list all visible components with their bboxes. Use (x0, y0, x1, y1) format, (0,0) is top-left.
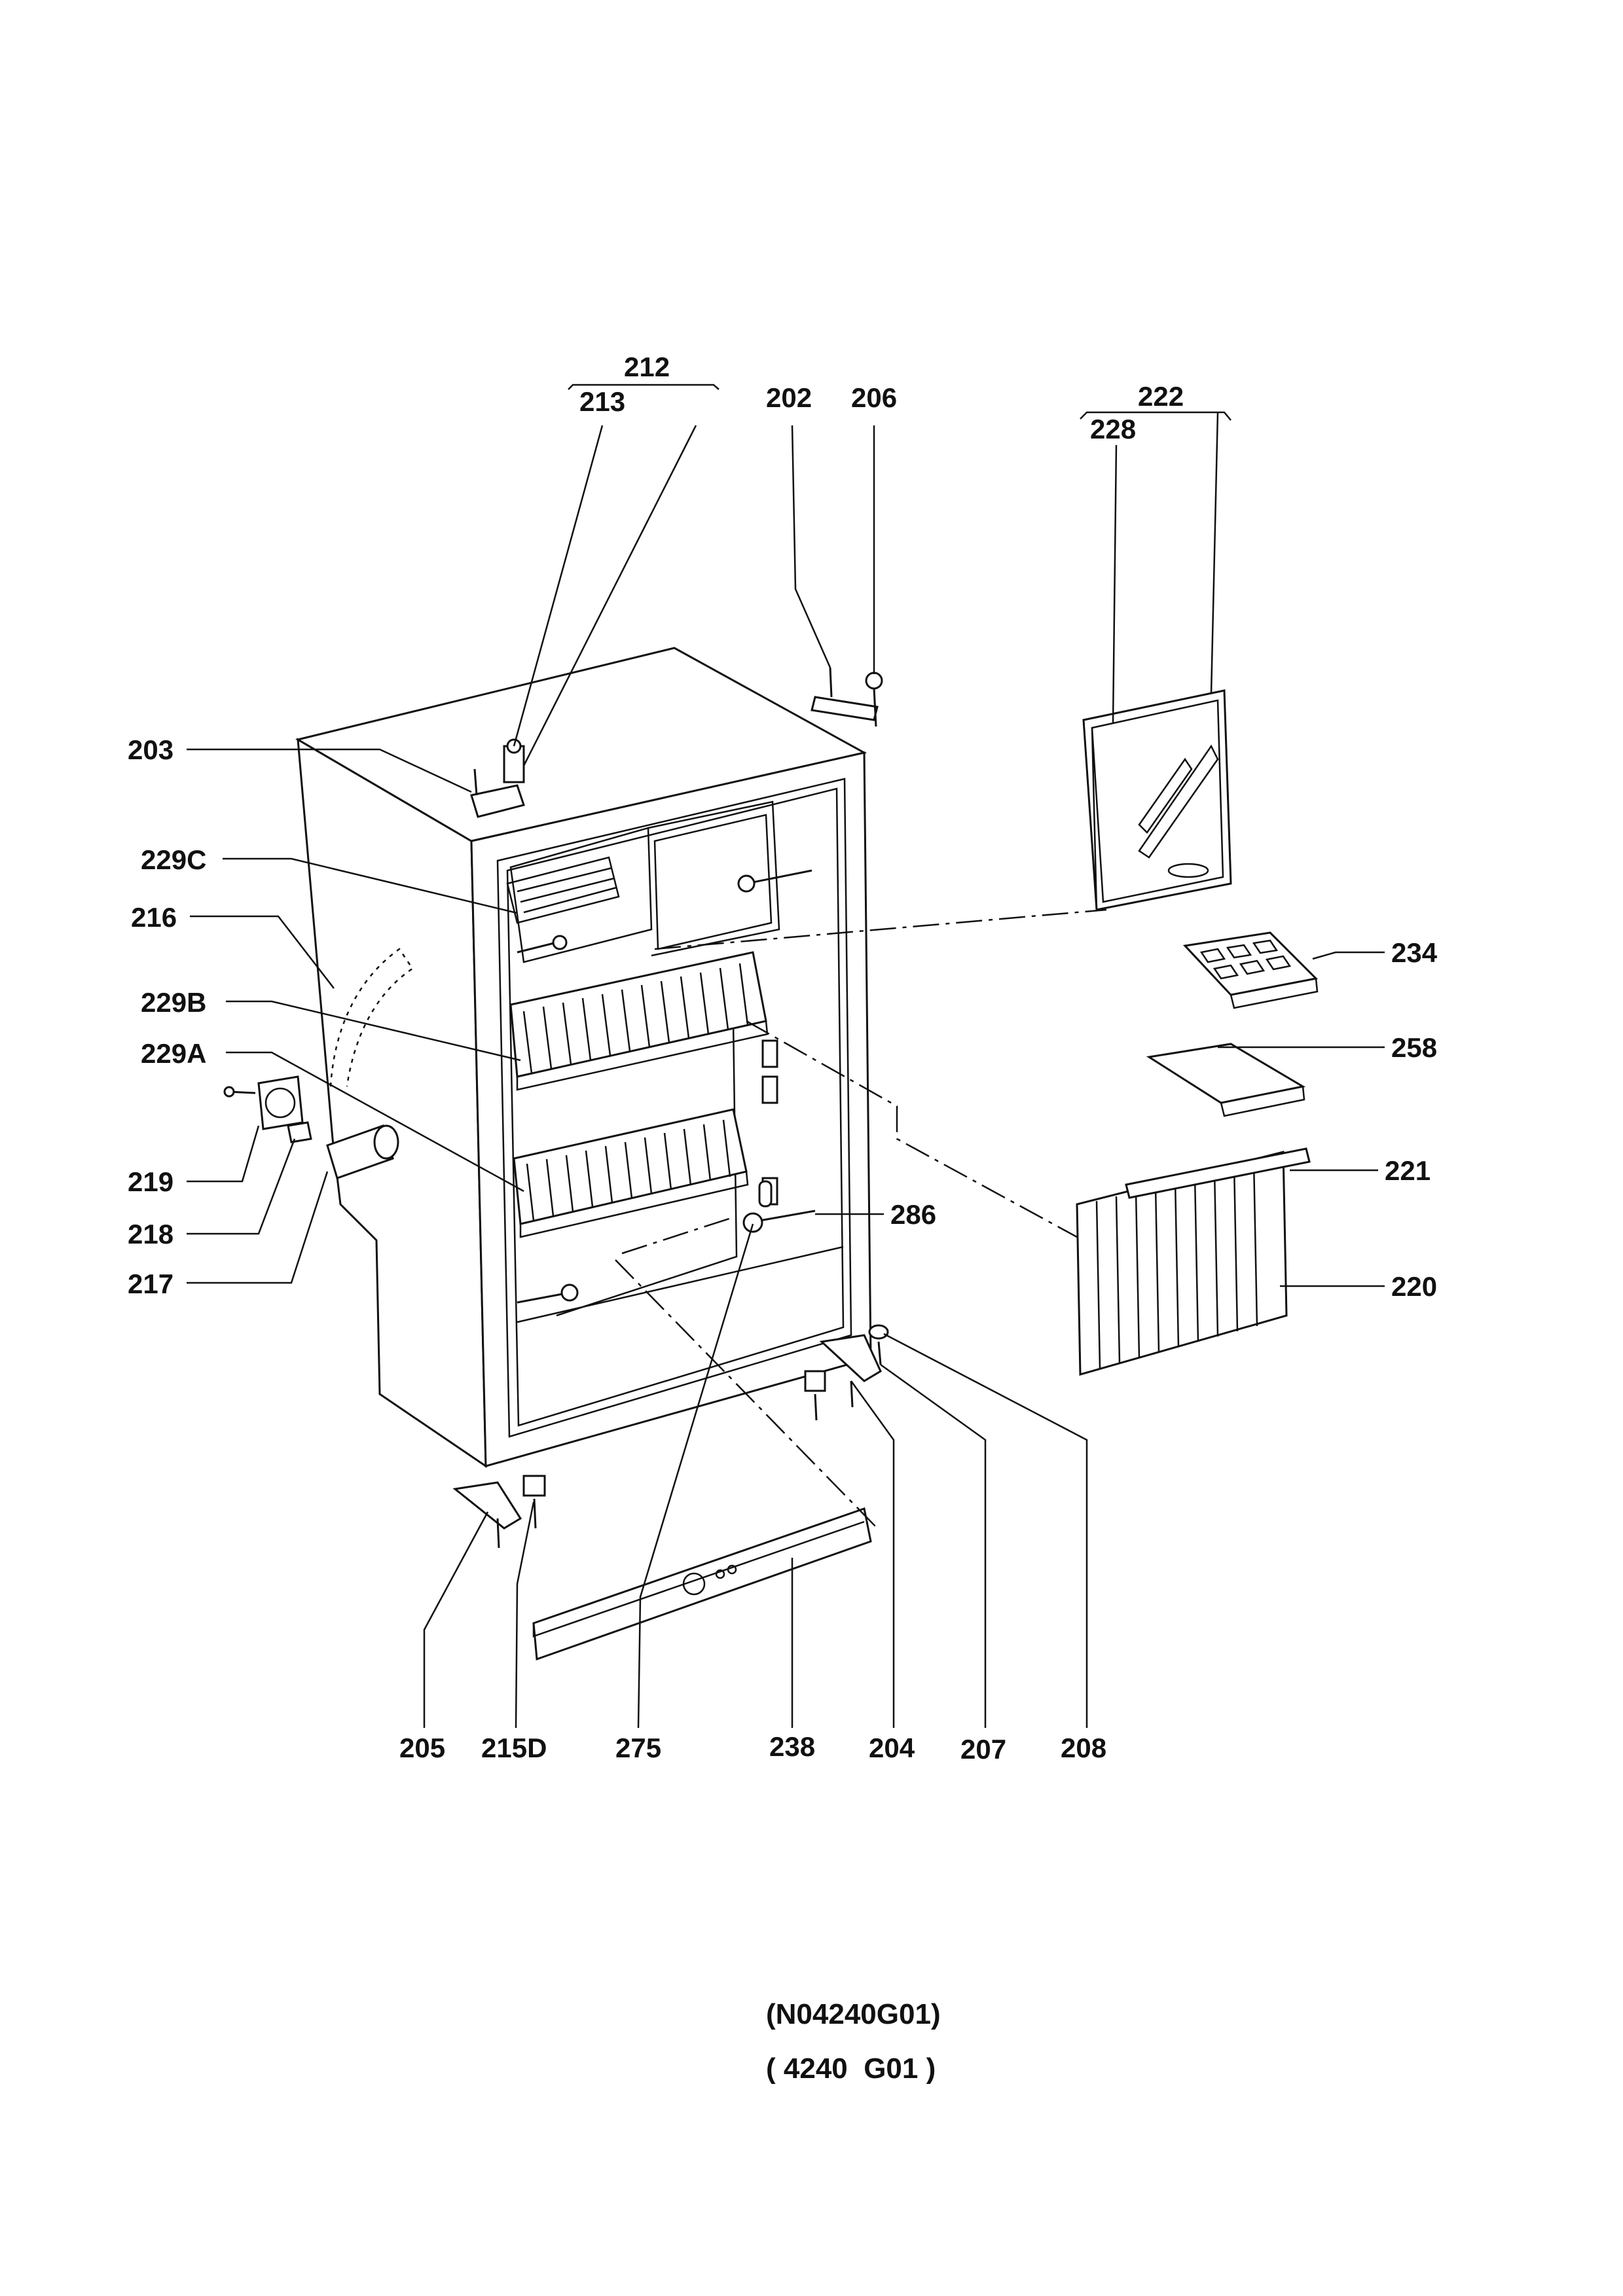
callout-202: 202 (766, 382, 812, 413)
callout-221: 221 (1385, 1155, 1431, 1186)
callout-206: 206 (851, 382, 897, 413)
drip-tray-part (1146, 1043, 1306, 1117)
drain-tube-part (329, 948, 414, 1087)
callout-229c: 229C (141, 844, 206, 875)
callout-203: 203 (128, 734, 173, 765)
drawing-codes: (N04240G01) ( 4240 G01 ) (766, 1998, 941, 2085)
callout-286: 286 (890, 1199, 936, 1230)
callout-275: 275 (615, 1732, 661, 1763)
freezer-door-part (1082, 689, 1232, 911)
callout-204: 204 (869, 1732, 915, 1763)
shelf-229a-part (513, 1108, 749, 1238)
callout-234: 234 (1391, 937, 1438, 968)
callout-229b: 229B (141, 987, 206, 1018)
alignment-lines (615, 908, 1107, 1529)
hinge-top-right-part (811, 667, 883, 727)
front-trim-part (532, 1507, 872, 1661)
evaporator-part (1076, 1147, 1311, 1376)
shelf-229c-part (506, 856, 620, 924)
callout-216: 216 (131, 902, 177, 933)
interior-screws (517, 869, 816, 1304)
callout-218: 218 (128, 1219, 173, 1249)
callout-222: 222 (1138, 381, 1184, 412)
callout-228: 228 (1090, 414, 1136, 444)
callout-labels: 212 213 202 206 222 228 203 229C 216 229… (128, 351, 1438, 1765)
callout-238: 238 (769, 1731, 815, 1762)
sensor-cylinder-part (326, 1124, 399, 1179)
shelf-229b-part (509, 951, 769, 1091)
lamp-housing-part (223, 1075, 312, 1143)
callout-208: 208 (1061, 1732, 1106, 1763)
hinge-bottom-right-part (804, 1324, 889, 1421)
callout-207: 207 (960, 1734, 1006, 1765)
callout-258: 258 (1391, 1032, 1437, 1063)
callout-219: 219 (128, 1166, 173, 1197)
callout-205: 205 (399, 1732, 445, 1763)
ice-tray-part (1182, 931, 1319, 1009)
drawing-code-primary: (N04240G01) (766, 1998, 941, 2030)
callout-220: 220 (1391, 1271, 1437, 1302)
callout-213: 213 (579, 386, 625, 417)
callout-217: 217 (128, 1268, 173, 1299)
hinge-bottom-left-part (452, 1475, 546, 1549)
callout-229a: 229A (141, 1038, 206, 1069)
callout-212: 212 (624, 351, 670, 382)
callout-215d: 215D (481, 1732, 547, 1763)
leader-lines (187, 384, 1385, 1729)
drawing-code-secondary: ( 4240 G01 ) (766, 2053, 936, 2085)
